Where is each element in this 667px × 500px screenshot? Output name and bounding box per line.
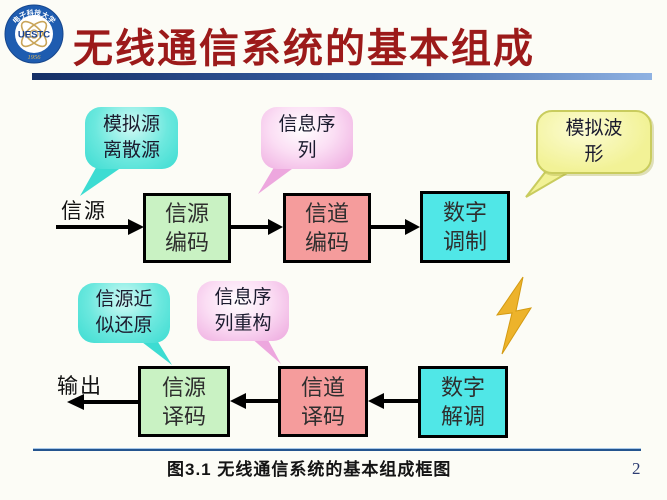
box-label-line: 数字 bbox=[440, 375, 485, 400]
figure-caption: 图3.1 无线通信系统的基本组成框图 bbox=[167, 460, 452, 479]
page-number: 2 bbox=[632, 459, 641, 478]
callout-analog-waveform: 模拟波 形 bbox=[536, 110, 652, 174]
box-label-line: 调制 bbox=[442, 229, 487, 254]
uestc-logo: 电子科技大学 UESTC 1956 bbox=[4, 4, 64, 64]
title-underline bbox=[32, 73, 652, 80]
box-label-line: 解调 bbox=[440, 404, 485, 429]
callout-tail-analog-source bbox=[80, 164, 122, 196]
box-label-line: 编码 bbox=[304, 230, 349, 255]
arrow-encoder-to-channel-encoder bbox=[231, 219, 283, 235]
callout-text-line: 形 bbox=[584, 144, 604, 165]
callout-tail-sequence-reconstruct bbox=[250, 337, 281, 364]
box-label-line: 信道 bbox=[304, 201, 349, 226]
box-label-line: 信源 bbox=[164, 201, 209, 226]
callout-info-sequence: 信息序 列 bbox=[261, 107, 353, 169]
box-label-line: 编码 bbox=[164, 230, 209, 255]
box-label-line: 译码 bbox=[300, 403, 345, 429]
box-channel-encoder: 信道 编码 bbox=[283, 193, 371, 263]
callout-text-line: 列 bbox=[297, 140, 317, 161]
output-label: 输出 bbox=[57, 374, 103, 398]
callout-text-line: 信源近 bbox=[95, 289, 153, 310]
callout-text-line: 模拟波 bbox=[565, 118, 623, 139]
box-label-line: 信道 bbox=[300, 374, 345, 400]
arrow-demodulator-to-channel-decoder bbox=[368, 393, 418, 409]
callout-tail-source-restore bbox=[138, 339, 172, 365]
callout-text-line: 似还原 bbox=[95, 315, 153, 336]
page-title: 无线通信系统的基本组成 bbox=[73, 27, 535, 71]
box-source-encoder: 信源 编码 bbox=[143, 193, 231, 263]
box-label-line: 译码 bbox=[161, 403, 206, 429]
callout-text-line: 模拟源 bbox=[102, 114, 160, 135]
callout-tail-info-sequence bbox=[258, 164, 296, 194]
callout-source-approx-restore: 信源近 似还原 bbox=[78, 283, 170, 343]
atom-icon bbox=[20, 20, 48, 48]
footer-divider bbox=[33, 448, 641, 451]
input-label: 信源 bbox=[61, 199, 107, 223]
lightning-icon bbox=[495, 276, 533, 355]
logo-inner-circle bbox=[15, 15, 53, 53]
callout-text-line: 列重构 bbox=[214, 313, 272, 334]
callout-analog-discrete-source: 模拟源 离散源 bbox=[85, 107, 178, 169]
callout-text-line: 离散源 bbox=[102, 140, 160, 161]
box-digital-demodulator: 数字 解调 bbox=[418, 366, 508, 438]
uestc-logo-emblem: 电子科技大学 UESTC 1956 bbox=[4, 4, 64, 64]
logo-acronym: UESTC bbox=[18, 30, 50, 41]
arrow-channel-encoder-to-modulator bbox=[371, 219, 420, 235]
box-label-line: 信源 bbox=[161, 374, 206, 400]
callout-text-line: 信息序 bbox=[214, 287, 272, 308]
box-channel-decoder: 信道 译码 bbox=[278, 366, 368, 437]
callout-text-line: 信息序 bbox=[278, 114, 336, 135]
box-label-line: 数字 bbox=[442, 200, 487, 225]
logo-year: 1956 bbox=[28, 54, 42, 61]
arrow-channel-decoder-to-decoder bbox=[230, 393, 278, 409]
callout-info-sequence-reconstruct: 信息序 列重构 bbox=[197, 281, 289, 341]
box-digital-modulator: 数字 调制 bbox=[420, 191, 510, 263]
box-source-decoder: 信源 译码 bbox=[138, 366, 230, 437]
arrow-source-to-encoder bbox=[56, 219, 144, 235]
arrow-decoder-to-output bbox=[67, 394, 138, 410]
